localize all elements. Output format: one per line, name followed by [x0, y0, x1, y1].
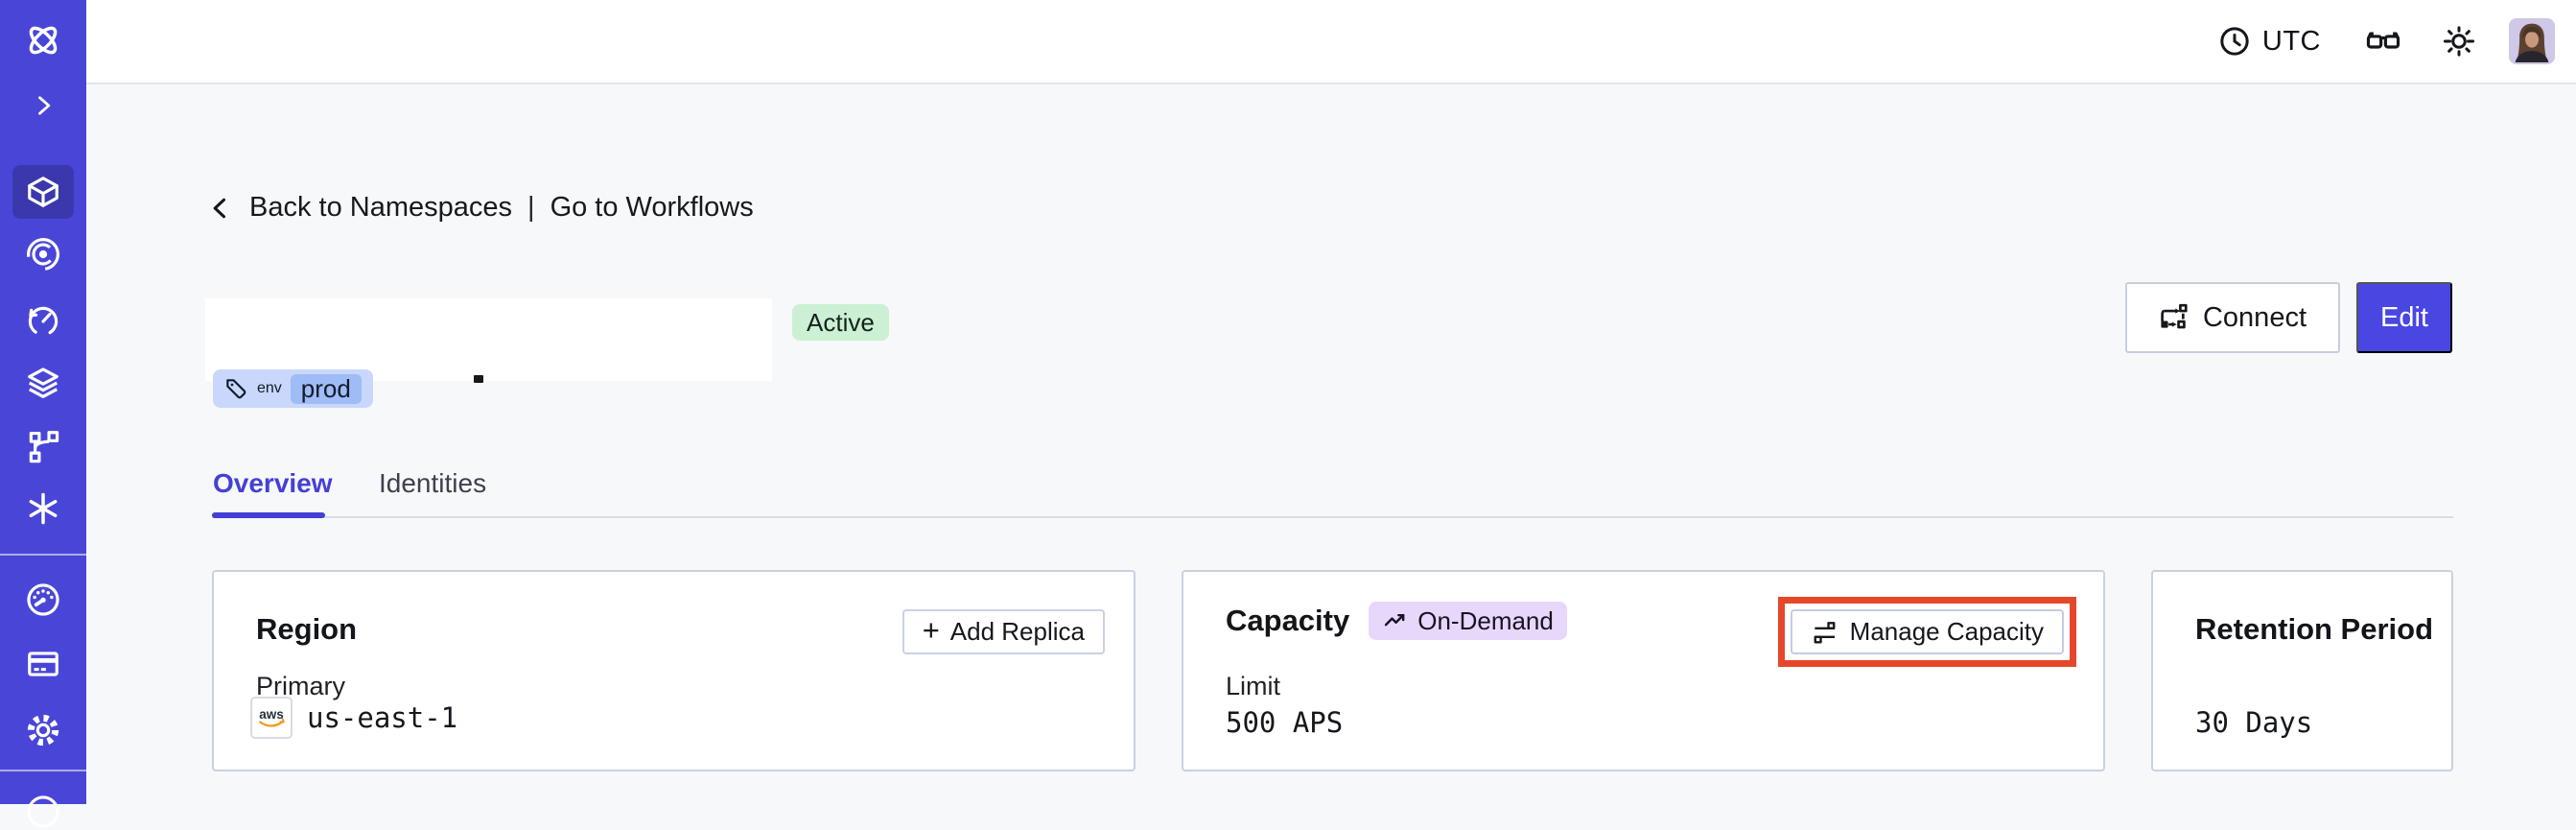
topbar: UTC	[86, 0, 2576, 84]
namespace-title-text-fragment	[474, 375, 483, 383]
add-replica-button[interactable]: + Add Replica	[902, 609, 1105, 654]
temporal-logo-icon[interactable]	[23, 20, 63, 60]
aws-logo-text: aws	[259, 707, 284, 722]
tag-value: prod	[290, 373, 362, 404]
edit-label: Edit	[2380, 301, 2428, 333]
back-to-namespaces-link[interactable]: Back to Namespaces	[249, 192, 513, 223]
tag-key: env	[257, 380, 282, 396]
status-badge: Active	[792, 304, 889, 341]
capacity-card: Capacity On-Demand Manage Capacity	[1182, 570, 2105, 771]
manage-capacity-label: Manage Capacity	[1849, 617, 2044, 646]
chevron-left-icon[interactable]	[207, 195, 234, 222]
ondemand-badge: On-Demand	[1369, 602, 1567, 640]
breadcrumb: Back to Namespaces | Go to Workflows	[207, 192, 754, 224]
trending-up-icon	[1382, 607, 1409, 634]
batch-operations-icon[interactable]	[25, 366, 61, 402]
retention-card: Retention Period 30 Days	[2151, 570, 2453, 771]
schedules-icon[interactable]	[25, 303, 61, 340]
region-card-title: Region	[256, 612, 358, 646]
retention-card-title: Retention Period	[2195, 612, 2434, 646]
manage-capacity-highlight-box: Manage Capacity	[1777, 597, 2076, 667]
retention-value: 30 Days	[2195, 706, 2313, 739]
breadcrumb-separator: |	[527, 192, 535, 223]
namespace-tag-chip[interactable]: env prod	[213, 369, 373, 408]
timezone-selector[interactable]: UTC	[2218, 25, 2321, 58]
settings-icon[interactable]	[25, 712, 61, 748]
namespaces-icon[interactable]	[25, 174, 61, 210]
tag-icon	[223, 376, 248, 401]
ondemand-label: On-Demand	[1417, 605, 1554, 635]
aws-logo: aws	[250, 697, 293, 739]
expand-sidebar-chevron-icon[interactable]	[30, 92, 57, 119]
add-replica-label: Add Replica	[949, 617, 1085, 646]
limit-label: Limit	[1226, 672, 1281, 700]
region-card: Region + Add Replica Primary aws us-east…	[212, 570, 1136, 771]
edit-button[interactable]: Edit	[2356, 282, 2452, 353]
clock-icon	[2218, 25, 2251, 58]
plus-icon: +	[922, 613, 940, 647]
timezone-label: UTC	[2261, 25, 2321, 57]
connect-button[interactable]: Connect	[2125, 282, 2340, 353]
deployments-icon[interactable]	[25, 428, 61, 464]
capacity-value: 500 APS	[1226, 706, 1344, 739]
nexus-icon[interactable]	[25, 490, 61, 527]
workflows-icon[interactable]	[25, 236, 61, 273]
active-tab-underline	[212, 512, 325, 518]
user-avatar[interactable]	[2509, 18, 2555, 64]
region-value-row: aws us-east-1	[250, 697, 457, 739]
tabs-divider	[212, 516, 2453, 518]
tab-identities[interactable]: Identities	[379, 468, 487, 498]
billing-icon[interactable]	[25, 646, 61, 682]
manage-capacity-button[interactable]: Manage Capacity	[1790, 609, 2064, 654]
tab-overview[interactable]: Overview	[213, 468, 333, 498]
sliders-icon	[1811, 618, 1839, 647]
primary-label: Primary	[256, 672, 345, 700]
connect-label: Connect	[2202, 301, 2307, 333]
sun-icon[interactable]	[2442, 24, 2476, 59]
go-to-workflows-link[interactable]: Go to Workflows	[550, 192, 754, 223]
usage-icon[interactable]	[25, 581, 61, 618]
connect-icon	[2159, 302, 2190, 333]
capacity-card-title: Capacity	[1226, 604, 1350, 637]
namespace-detail-page: Back to Namespaces | Go to Workflows Act…	[86, 84, 2576, 804]
sidebar-divider	[0, 770, 86, 771]
capacity-title-row: Capacity On-Demand	[1226, 602, 1567, 640]
namespace-title-redacted	[205, 298, 772, 381]
glasses-icon[interactable]	[2365, 23, 2401, 59]
sidebar-divider	[0, 554, 86, 556]
sidebar-nav	[0, 0, 86, 828]
region-value: us-east-1	[307, 701, 458, 734]
help-icon[interactable]	[25, 794, 61, 830]
